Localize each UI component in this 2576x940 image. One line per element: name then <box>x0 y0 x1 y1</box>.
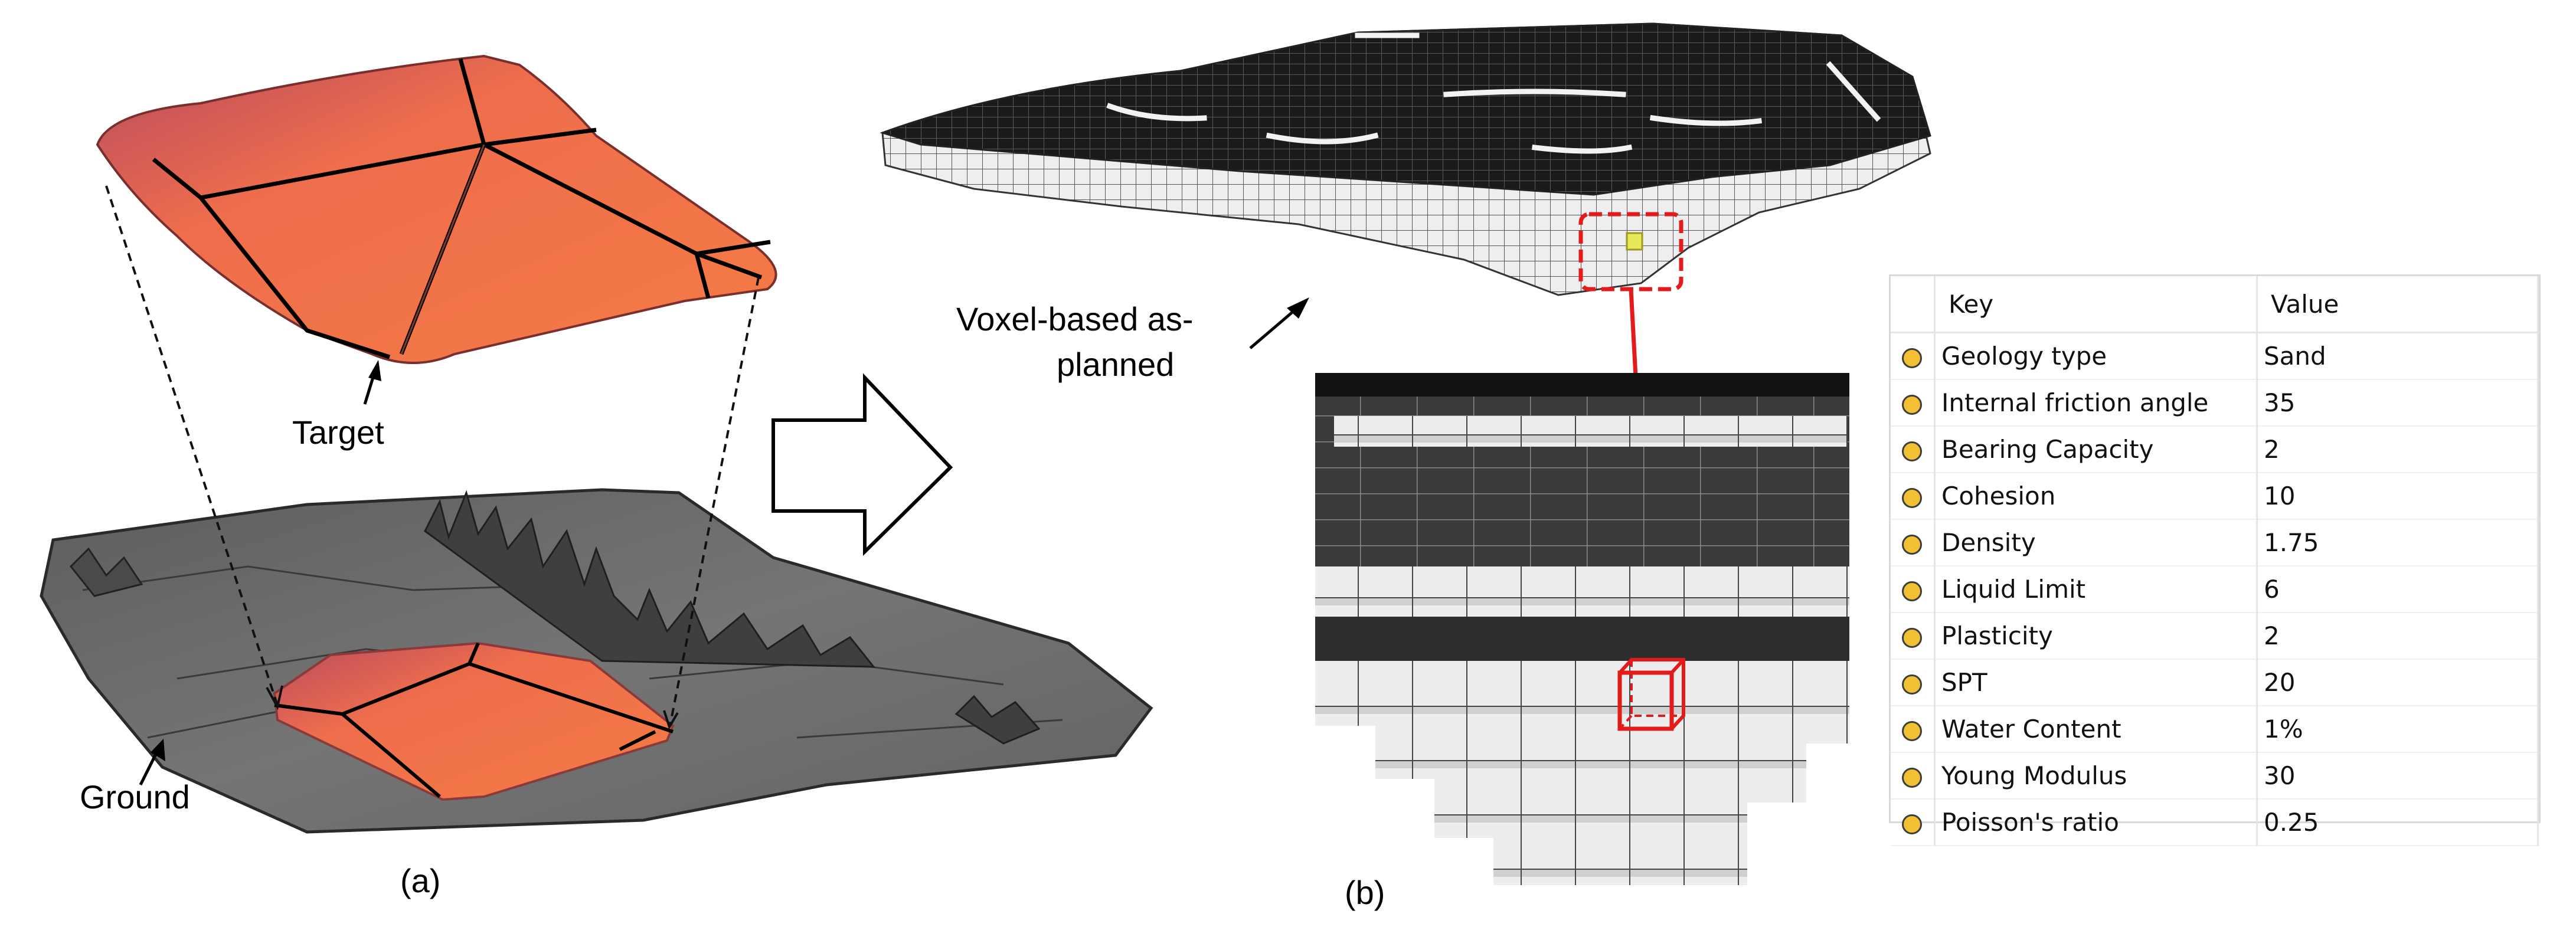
voxel-zoom-view <box>1315 373 1849 885</box>
property-status-cell <box>1891 332 1936 380</box>
property-status-cell <box>1891 426 1936 473</box>
property-key-cell: Density <box>1934 519 2258 566</box>
target-label: Target <box>292 414 384 451</box>
ground-label: Ground <box>80 778 190 815</box>
property-key-cell: Liquid Limit <box>1934 566 2258 613</box>
voxel-caption-line2: planned <box>1057 346 1175 383</box>
panel-a-label: (a) <box>400 862 441 899</box>
property-dot-icon <box>1902 441 1922 461</box>
target-surface <box>96 54 777 364</box>
property-value-cell[interactable]: 2 <box>2257 426 2539 473</box>
property-key-cell: SPT <box>1934 659 2258 706</box>
panel-b-label: (b) <box>1345 874 1385 911</box>
property-value-cell[interactable]: 1% <box>2257 706 2539 753</box>
property-dot-icon <box>1902 394 1922 415</box>
property-key-cell: Poisson's ratio <box>1934 799 2258 846</box>
property-dot-icon <box>1902 720 1922 741</box>
property-key-cell: Internal friction angle <box>1934 379 2258 427</box>
ground-surface <box>40 488 1153 834</box>
property-status-cell <box>1891 519 1936 566</box>
property-key-cell: Plasticity <box>1934 613 2258 660</box>
property-value-cell[interactable]: 20 <box>2257 659 2539 706</box>
header-icon-cell <box>1891 276 1936 333</box>
ground-pointer-arrow <box>139 739 165 786</box>
property-value-cell[interactable]: 0.25 <box>2257 799 2539 846</box>
value-column-header[interactable]: Value <box>2257 276 2539 333</box>
selected-voxel-marker <box>1626 232 1643 251</box>
property-status-cell <box>1891 473 1936 520</box>
property-key-cell: Water Content <box>1934 706 2258 753</box>
property-status-cell <box>1891 752 1936 800</box>
property-status-cell <box>1891 706 1936 753</box>
property-value-cell[interactable]: 35 <box>2257 379 2539 427</box>
property-value-cell[interactable]: Sand <box>2257 332 2539 380</box>
property-dot-icon <box>1902 627 1922 648</box>
property-value-cell[interactable]: 30 <box>2257 752 2539 800</box>
property-key-cell: Young Modulus <box>1934 752 2258 800</box>
property-status-cell <box>1891 566 1936 613</box>
property-dot-icon <box>1902 581 1922 601</box>
property-status-cell <box>1891 379 1936 427</box>
pit-on-ground <box>273 641 675 801</box>
property-value-cell[interactable]: 1.75 <box>2257 519 2539 566</box>
voxel-model <box>880 22 1931 296</box>
target-pointer-arrow <box>363 360 381 405</box>
projection-arrowheads <box>266 685 679 730</box>
property-value-cell[interactable]: 2 <box>2257 613 2539 660</box>
voxel-pointer-arrow <box>1249 297 1309 349</box>
property-status-cell <box>1891 799 1936 846</box>
property-key-cell: Geology type <box>1934 332 2258 380</box>
projection-lines <box>105 185 760 726</box>
property-key-cell: Bearing Capacity <box>1934 426 2258 473</box>
transition-arrow <box>772 373 953 556</box>
property-status-cell <box>1891 613 1936 660</box>
key-column-header[interactable]: Key <box>1934 276 2258 333</box>
voxel-caption-line1: Voxel-based as- <box>956 300 1194 338</box>
table-header-row: Key Value <box>1891 276 2539 333</box>
property-dot-icon <box>1902 767 1922 788</box>
property-status-cell <box>1891 659 1936 706</box>
selected-voxel-zoom <box>1617 670 1674 731</box>
property-dot-icon <box>1902 534 1922 555</box>
property-dot-icon <box>1902 674 1922 695</box>
property-dot-icon <box>1902 814 1922 834</box>
property-dot-icon <box>1902 487 1922 508</box>
property-dot-icon <box>1902 348 1922 368</box>
property-key-cell: Cohesion <box>1934 473 2258 520</box>
property-value-cell[interactable]: 6 <box>2257 566 2539 613</box>
property-value-cell[interactable]: 10 <box>2257 473 2539 520</box>
